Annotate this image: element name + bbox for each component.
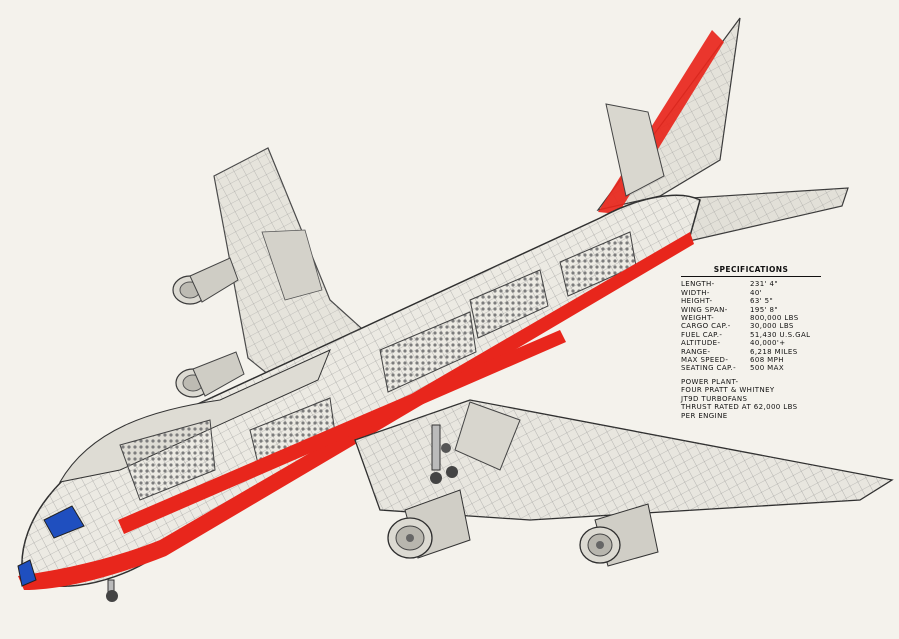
spec-note-line: THRUST RATED AT 62,000 LBS — [681, 403, 798, 412]
spec-value: 608 MPH — [750, 356, 784, 365]
spec-label: WEIGHT- — [681, 314, 715, 323]
near-engine-1 — [387, 489, 471, 559]
spec-label: WING SPAN- — [681, 305, 728, 314]
spec-note-line: JT9D TURBOFANS — [681, 394, 748, 403]
spec-value: 195' 8" — [750, 305, 778, 314]
spec-row: MAX SPEED- 608 MPH — [681, 356, 831, 364]
spec-value: 40,000'+ — [750, 339, 786, 348]
spec-row: CARGO CAP.- 30,000 LBS — [681, 322, 831, 330]
spec-row: SEATING CAP.- 500 MAX — [681, 364, 831, 372]
near-engine-2 — [579, 503, 659, 567]
fuselage — [17, 194, 701, 590]
horizontal-stabilizer — [659, 187, 849, 245]
spec-value: 800,000 LBS — [750, 314, 799, 323]
spec-value: 500 MAX — [750, 364, 785, 373]
spec-label: LENGTH- — [681, 280, 715, 289]
spec-label: WIDTH- — [681, 288, 710, 297]
spec-value: 51,430 U.S.GAL — [750, 330, 811, 339]
spec-note-line: POWER PLANT- — [681, 377, 739, 386]
spec-label: RANGE- — [681, 347, 711, 356]
far-engine-2 — [175, 351, 245, 398]
spec-row: LENGTH- 231' 4" — [681, 280, 831, 288]
vertical-stabilizer — [596, 17, 741, 214]
spec-row: FUEL CAP.- 51,430 U.S.GAL — [681, 331, 831, 339]
spec-label: MAX SPEED- — [681, 356, 729, 365]
spec-note-line: PER ENGINE — [681, 411, 728, 420]
spec-label: HEIGHT- — [681, 297, 713, 306]
spec-label: FUEL CAP.- — [681, 330, 723, 339]
spec-value: 231' 4" — [750, 280, 778, 289]
spec-value: 30,000 LBS — [750, 322, 794, 331]
far-wing — [213, 147, 381, 401]
spec-row: HEIGHT- 63' 5" — [681, 297, 831, 305]
main-landing-gear — [106, 424, 458, 602]
spec-row: WEIGHT- 800,000 LBS — [681, 314, 831, 322]
spec-row: RANGE- 6,218 MILES — [681, 348, 831, 356]
spec-value: 6,218 MILES — [750, 347, 798, 356]
spec-row: WING SPAN- 195' 8" — [681, 306, 831, 314]
spec-row: WIDTH- 40' — [681, 289, 831, 297]
spec-row: ALTITUDE- 40,000'+ — [681, 339, 831, 347]
specifications-panel: SPECIFICATIONS LENGTH-231' 4"WIDTH-40'HE… — [681, 265, 831, 420]
specifications-list: LENGTH-231' 4"WIDTH-40'HEIGHT-63' 5"WING… — [681, 280, 831, 372]
spec-note-line: FOUR PRATT & WHITNEY — [681, 386, 775, 395]
spec-label: ALTITUDE- — [681, 339, 721, 348]
spec-label: SEATING CAP.- — [681, 364, 737, 373]
spec-value: 63' 5" — [750, 297, 774, 306]
spec-label: CARGO CAP.- — [681, 322, 731, 331]
far-engine-1 — [172, 257, 239, 305]
near-wing — [354, 399, 894, 521]
specifications-title: SPECIFICATIONS — [681, 265, 821, 278]
cockpit-windows — [43, 505, 85, 539]
spec-value: 40' — [750, 288, 763, 297]
